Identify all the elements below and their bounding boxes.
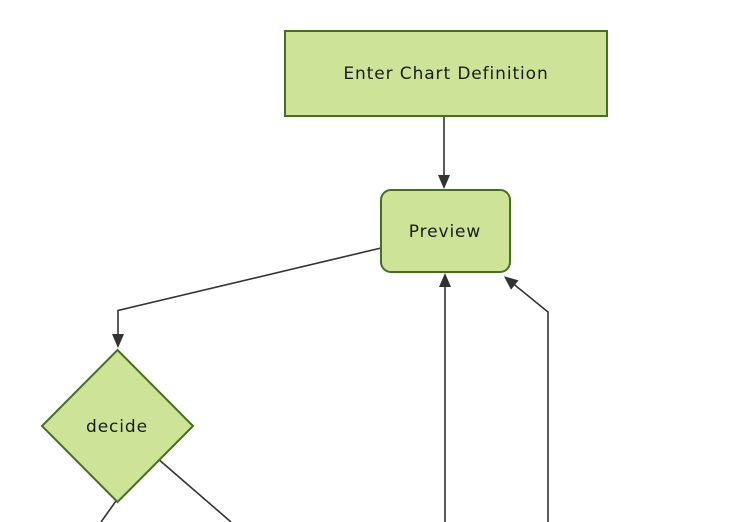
enter-chart-definition-label: Enter Chart Definition [343,64,548,84]
preview-box [380,189,511,273]
enter-chart-definition-box [284,30,608,117]
edge-preview-to-decide [112,247,382,348]
edge-return-right-to-preview [503,276,549,522]
edge-decide-out-right [156,457,232,522]
edge-decide-out-left [100,500,117,522]
node-enter-chart-definition: Enter Chart Definition [284,30,608,117]
preview-label: Preview [409,222,481,242]
decide-label: decide [86,417,148,437]
node-decide: decide [40,348,195,504]
node-preview: Preview [380,189,511,273]
decide-diamond [40,348,195,504]
edge-layer [100,116,549,522]
